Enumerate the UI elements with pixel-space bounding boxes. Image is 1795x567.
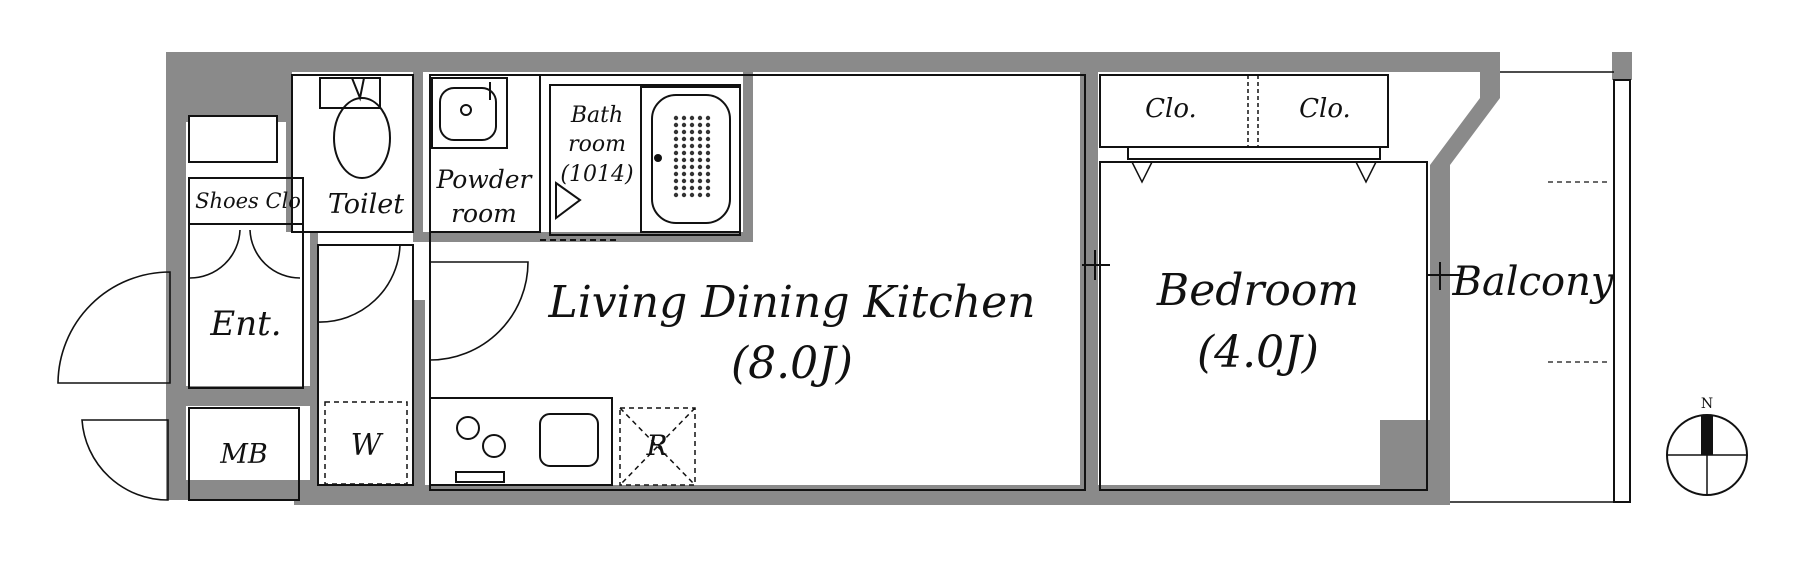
refrigerator-space — [619, 407, 696, 486]
washer-space — [324, 401, 408, 485]
bedroom-label: Bedroom — [1156, 265, 1359, 316]
shoes-closet-door-right — [249, 229, 301, 279]
closet-left-label: Clo. — [1145, 94, 1197, 124]
compass-icon — [1666, 414, 1748, 496]
closet-right-label: Clo. — [1299, 94, 1351, 124]
bath-door-mark — [555, 181, 582, 220]
sliding-door-marks — [1082, 250, 1460, 290]
entrance-outline — [188, 223, 304, 389]
washbasin-fixture — [431, 77, 508, 149]
toilet-label: Toilet — [328, 189, 404, 220]
balcony-label: Balcony — [1452, 259, 1615, 305]
shoes-closet-label: Shoes Clo — [195, 189, 301, 213]
compass-north-label: N — [1701, 396, 1713, 412]
closet-door-mark-left — [1131, 161, 1153, 184]
bedroom-outline — [1099, 161, 1428, 491]
bedroom-size-label: (4.0J) — [1197, 327, 1319, 378]
bathtub-grid — [673, 115, 711, 198]
meter-box-label: MB — [219, 439, 268, 470]
powder-room-label-2: room — [451, 199, 517, 228]
meter-box-outline — [188, 407, 300, 501]
front-door — [57, 271, 171, 384]
toilet-fixture — [319, 77, 391, 179]
closet-rail — [1127, 146, 1381, 160]
balcony-rail — [1613, 79, 1631, 503]
toilet-outline — [291, 74, 414, 233]
entrance-niche — [188, 115, 278, 163]
refrigerator-label: R — [645, 429, 667, 462]
bath-room-label-3: (1014) — [560, 162, 633, 187]
entrance-label: Ent. — [209, 304, 281, 344]
closet-door-mark-right — [1355, 161, 1377, 184]
toilet-door — [317, 244, 401, 323]
washer-label: W — [351, 428, 384, 463]
kitchen-counter — [429, 397, 613, 486]
ldk-door — [429, 261, 529, 361]
door-swings — [57, 229, 529, 501]
meter-box-door — [81, 419, 169, 501]
bathtub-fixture — [640, 86, 741, 233]
ldk-label: Living Dining Kitchen — [548, 277, 1036, 328]
shoes-closet-door-left — [189, 229, 241, 279]
bath-room-label-2: room — [568, 132, 626, 157]
ldk-size-label: (8.0J) — [731, 338, 853, 389]
bath-room-label-1: Bath — [570, 103, 623, 128]
powder-room-outline — [429, 74, 541, 233]
bathtub-drain — [654, 154, 662, 162]
powder-room-label-1: Powder — [435, 165, 533, 194]
balcony-post — [1612, 52, 1632, 80]
